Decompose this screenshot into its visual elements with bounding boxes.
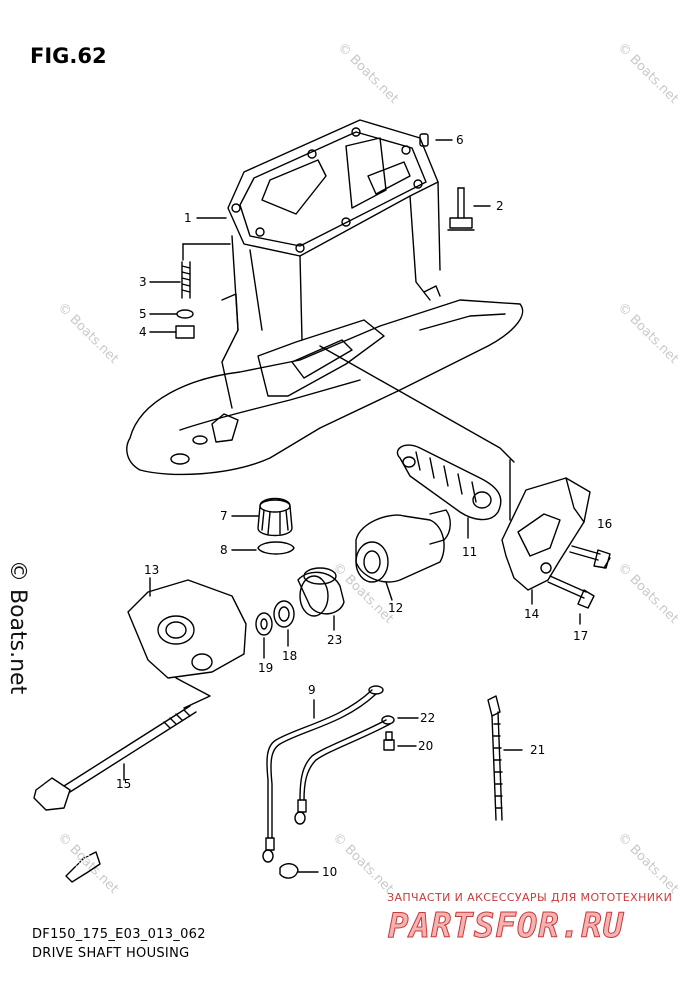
callout-6: 6	[456, 133, 464, 147]
shop-logo[interactable]: PARTSFOR.RU	[387, 906, 625, 947]
callout-13: 13	[144, 563, 159, 577]
callout-labels: 1 2 3 4 5 6 7 8 9 10 11 12 13 14 15 16 1…	[74, 133, 613, 879]
callout-22: 22	[420, 711, 435, 725]
callout-23: 23	[327, 633, 342, 647]
callout-17: 17	[573, 629, 588, 643]
callout-18: 18	[282, 649, 297, 663]
lower-bracket-part-13	[127, 577, 247, 709]
figure-caption: DRIVE SHAFT HOUSING	[32, 946, 190, 961]
long-bolt-part-15	[33, 705, 197, 811]
dowel-pin-part	[419, 133, 453, 147]
mount-bracket-part-14	[501, 459, 611, 625]
callout-9: 9	[308, 683, 316, 697]
callout-15: 15	[116, 777, 131, 791]
cable-tie-part-21	[487, 695, 523, 821]
assembly-line	[319, 345, 515, 463]
callout-2: 2	[496, 199, 504, 213]
callout-8: 8	[220, 543, 228, 557]
callout-16: 16	[597, 517, 612, 531]
fig-title: FIG.62	[30, 44, 107, 68]
figure-code: DF150_175_E03_013_062	[32, 927, 206, 942]
ground-wire-part-9	[262, 685, 395, 863]
callout-14: 14	[524, 607, 539, 621]
washers-parts	[255, 600, 295, 659]
callout-7: 7	[220, 509, 228, 523]
callout-12: 12	[388, 601, 403, 615]
callout-4: 4	[139, 325, 147, 339]
callout-5: 5	[139, 307, 147, 321]
stud-washer-nut-parts	[149, 217, 231, 339]
callout-19: 19	[258, 661, 273, 675]
fwd-arrow-icon	[65, 851, 101, 883]
callout-1: 1	[184, 211, 192, 225]
upper-mount-part-12	[355, 509, 451, 601]
shop-tagline: ЗАПЧАСТИ И АКСЕССУАРЫ ДЛЯ МОТОТЕХНИКИ	[387, 891, 673, 904]
housing-part	[126, 119, 524, 476]
callout-3: 3	[139, 275, 147, 289]
callout-21: 21	[530, 743, 545, 757]
bushing-part-23	[297, 567, 345, 631]
callout-11: 11	[462, 545, 477, 559]
cap-clip-parts	[231, 497, 295, 555]
small-fasteners-parts	[279, 717, 419, 879]
callout-20: 20	[418, 739, 433, 753]
watermark-side: © Boats.net	[5, 560, 30, 695]
rubber-mount-part-11	[396, 444, 502, 539]
callout-10: 10	[322, 865, 337, 879]
bolt-part-2	[447, 187, 491, 231]
